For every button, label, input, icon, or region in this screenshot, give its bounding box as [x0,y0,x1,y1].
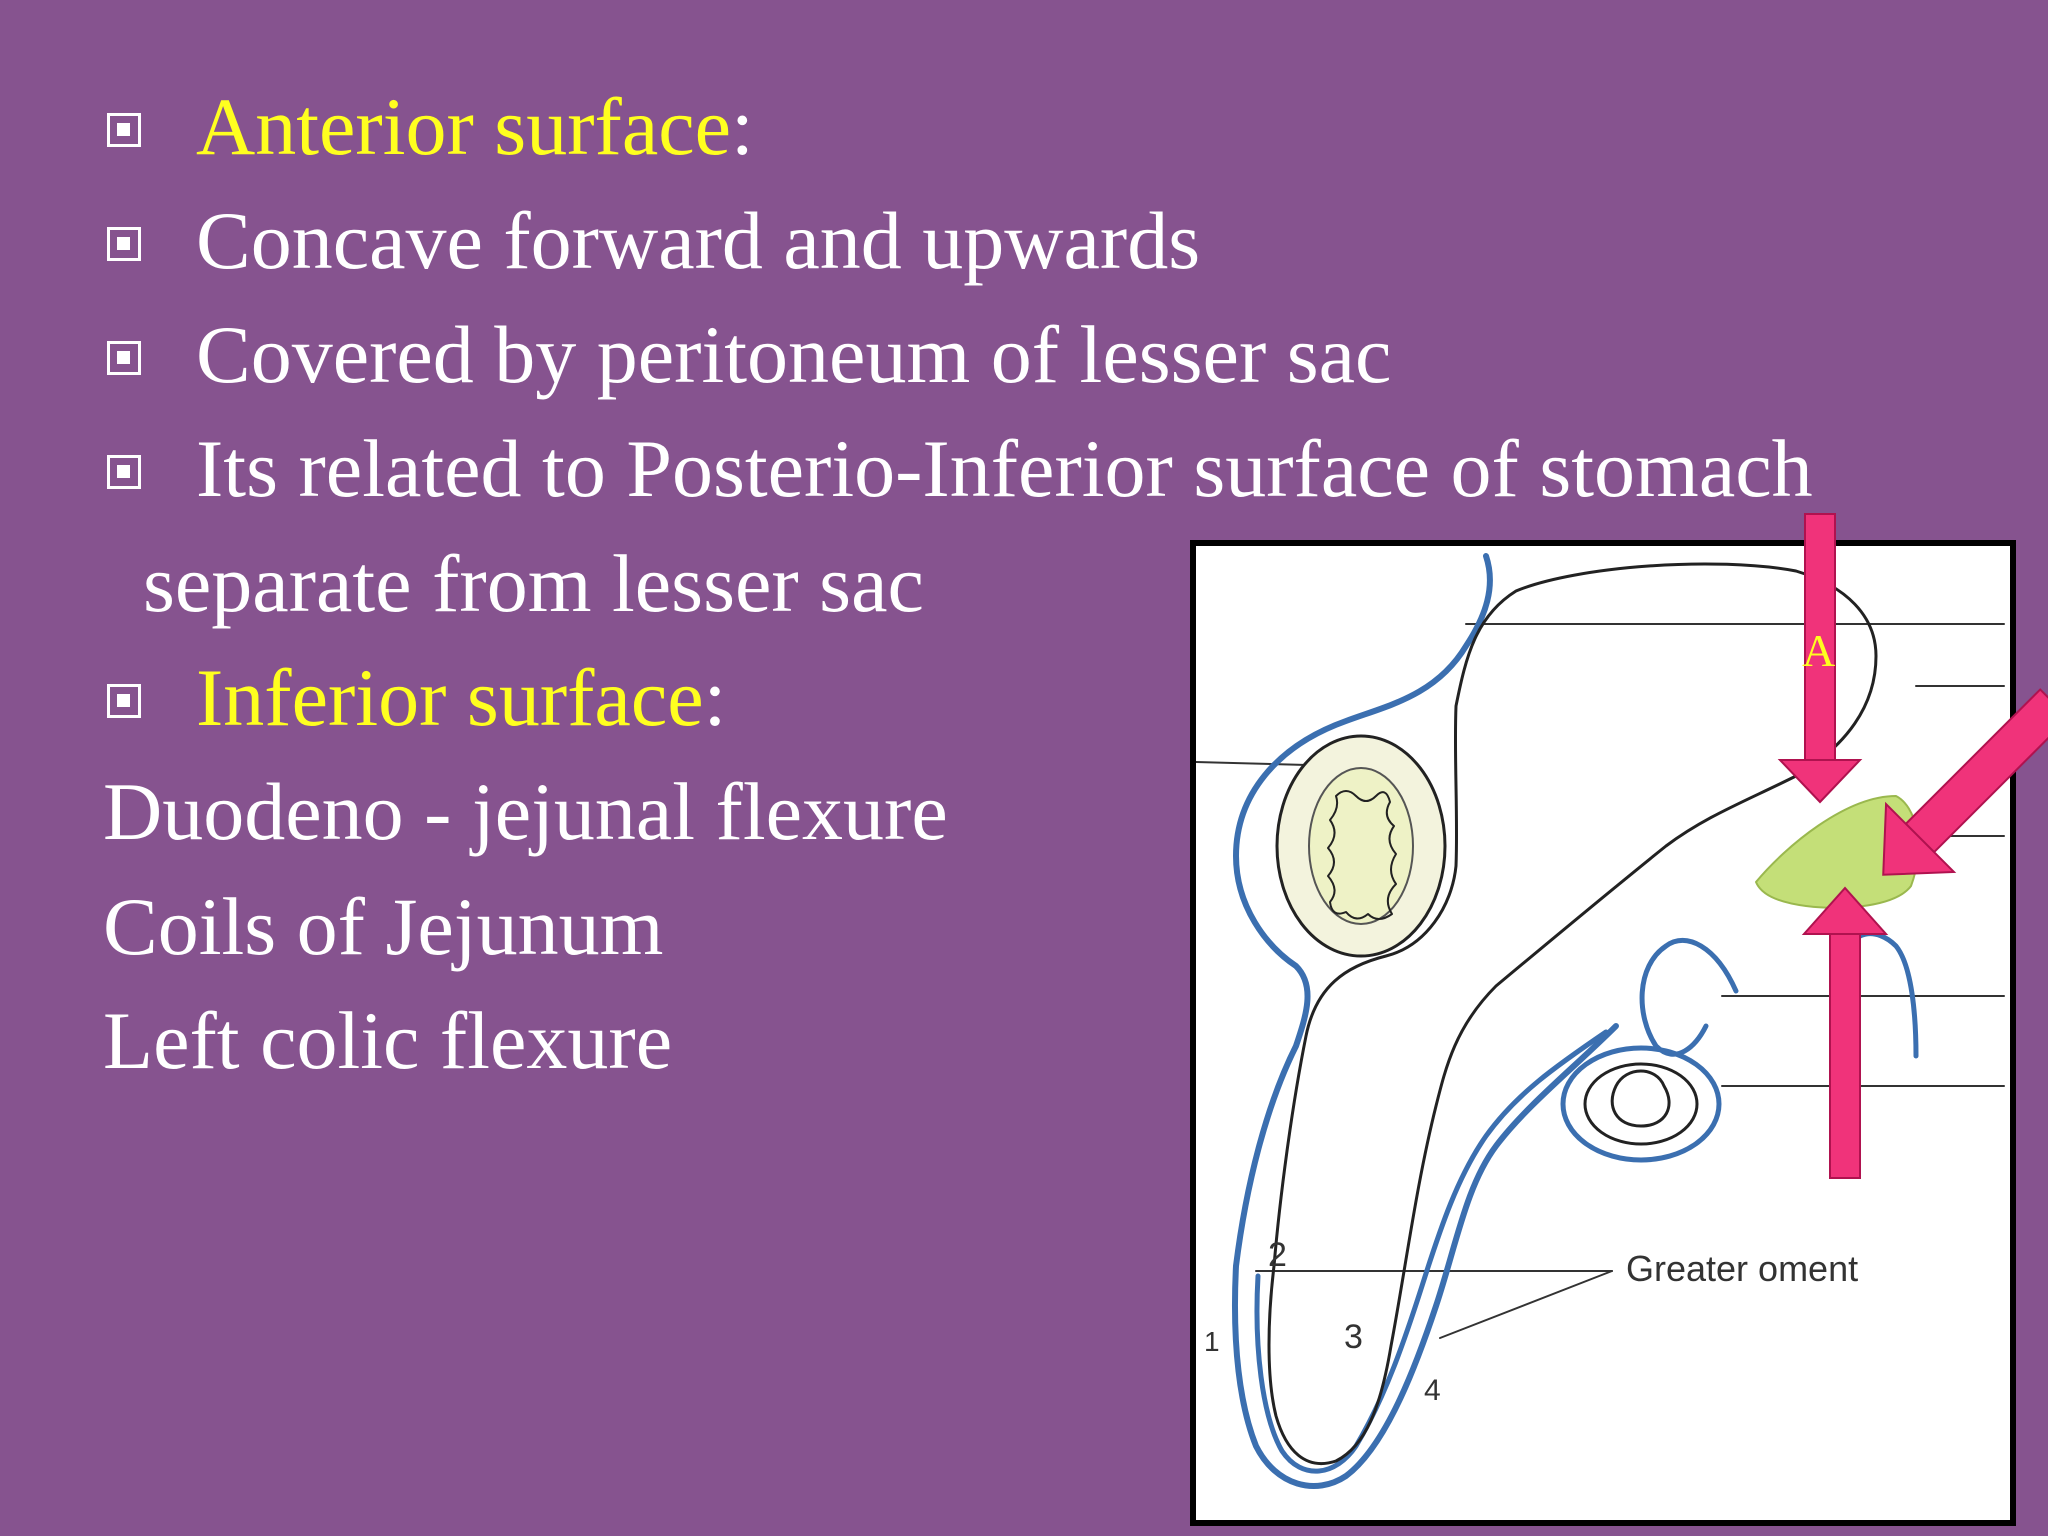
square-bullet-icon [107,113,141,147]
square-bullet-icon [107,455,141,489]
heading-inferior-surface: Inferior surface [196,652,704,743]
colon-outer [1560,1045,1722,1163]
membrane-inner [1254,1029,1609,1474]
marker-letter-a: A [1802,625,1836,676]
mucosa-folds [1327,790,1397,920]
square-bullet-icon [107,341,141,375]
heading-anterior-surface: Anterior surface [196,81,732,172]
colon-mid [1583,1062,1699,1146]
peritoneum-sagittal-drawing [1196,553,2005,1489]
stomach-outline [1267,562,1878,1466]
anatomy-diagram: 1 2 3 4 Greater oment [1190,540,2016,1526]
colon-lumen [1610,1069,1671,1128]
leader-lines [1196,623,2005,1339]
transverse-colon-membrane [1639,937,1739,1057]
membrane-outer [1232,553,1619,1489]
square-bullet-icon [107,684,141,718]
pancreas-shape [1755,795,1920,909]
square-bullet-icon [107,227,141,261]
